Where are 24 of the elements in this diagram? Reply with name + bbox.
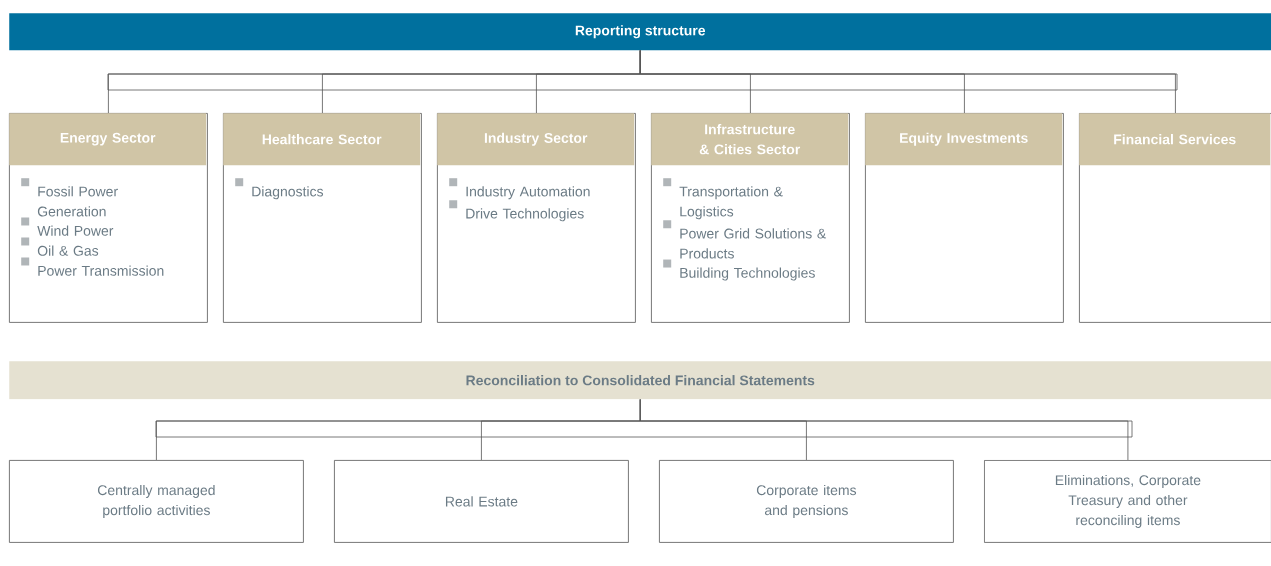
- bullet-item: Drive Technologies: [449, 200, 584, 222]
- sector-header: Financial Services: [1079, 113, 1271, 166]
- bullet-item: Diagnostics: [235, 178, 324, 200]
- bullet-item: Wind Power: [21, 217, 114, 236]
- bullet-item: Building Technologies: [663, 259, 815, 281]
- header-band: Reconciliation to Consolidated Financial Statements: [9, 361, 1271, 400]
- header-band: Reporting structure: [9, 13, 1271, 51]
- sector-header: Healthcare Sector: [223, 113, 421, 166]
- bullet-item: Industry Automation: [449, 178, 590, 200]
- bullet-item: Transportation & Logistics: [663, 178, 783, 220]
- connector-line: [639, 399, 1129, 461]
- sector-header: Infrastructure & Cities Sector: [651, 113, 849, 166]
- unit-box: Real Estate: [334, 460, 629, 543]
- bullet-item: Power Transmission: [21, 257, 164, 276]
- unit-box: Corporate items and pensions: [659, 460, 954, 543]
- bullet-item: Power Grid Solutions & Products: [663, 220, 827, 259]
- sector-header: Industry Sector: [437, 113, 635, 166]
- bullet-item: Fossil Power Generation: [21, 178, 118, 217]
- bullet-item: Oil & Gas: [21, 237, 99, 256]
- unit-box: Centrally managed portfolio activities: [9, 460, 304, 543]
- sector-header: Equity Investments: [865, 113, 1063, 166]
- connector-line: [639, 50, 1176, 114]
- unit-box: Eliminations, Corporate Treasury and other reconciling items: [984, 460, 1271, 543]
- sector-header: Energy Sector: [9, 113, 207, 166]
